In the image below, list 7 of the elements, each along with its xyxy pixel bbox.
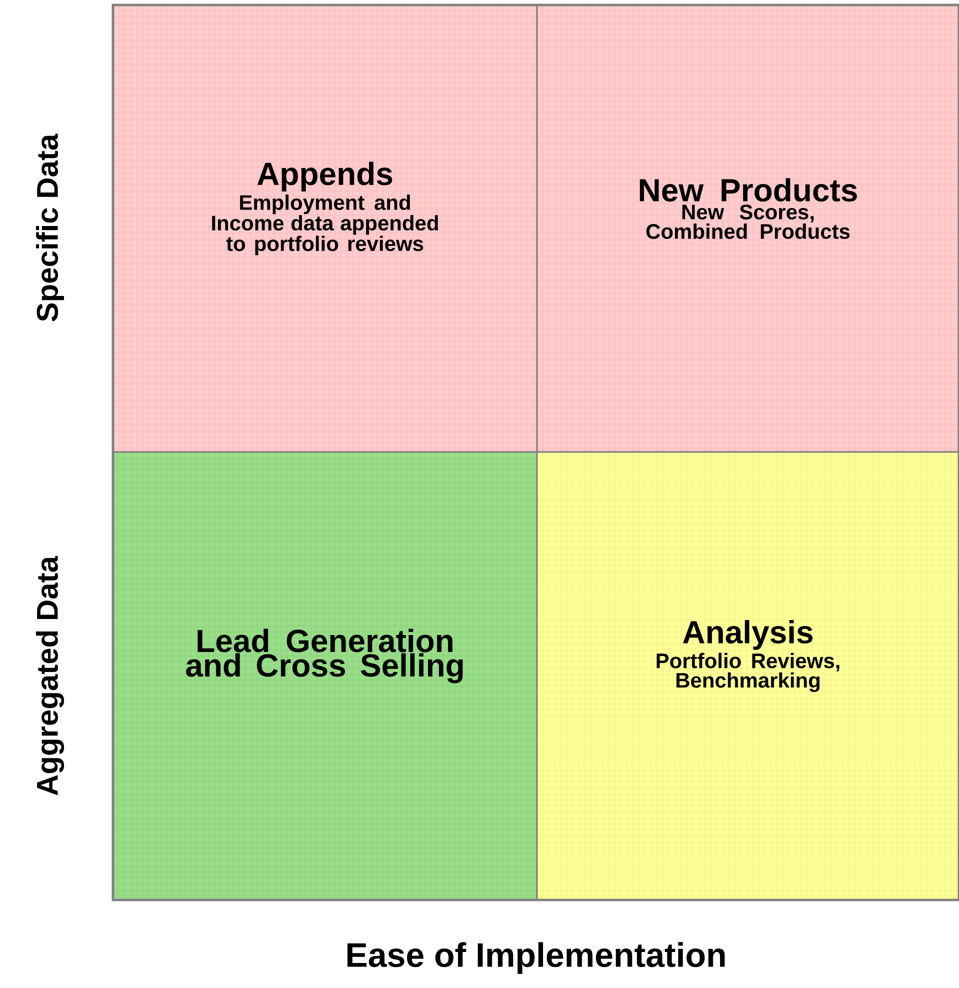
axis-label: Aggregated Data bbox=[36, 556, 64, 796]
quadrant-box: Appends Employment and Income data appended to portfolio reviews bbox=[112, 4, 538, 453]
axis-label: Specific Data bbox=[36, 134, 64, 322]
quadrant-box: Analysis Portfolio Reviews, Benchmarking bbox=[536, 451, 959, 901]
quadrant-box: New Products New Scores, Combined Products bbox=[536, 4, 959, 453]
quadrant-box: Lead Generation and Cross Selling bbox=[112, 451, 538, 901]
axis-label: Ease of Implementation bbox=[347, 942, 725, 974]
